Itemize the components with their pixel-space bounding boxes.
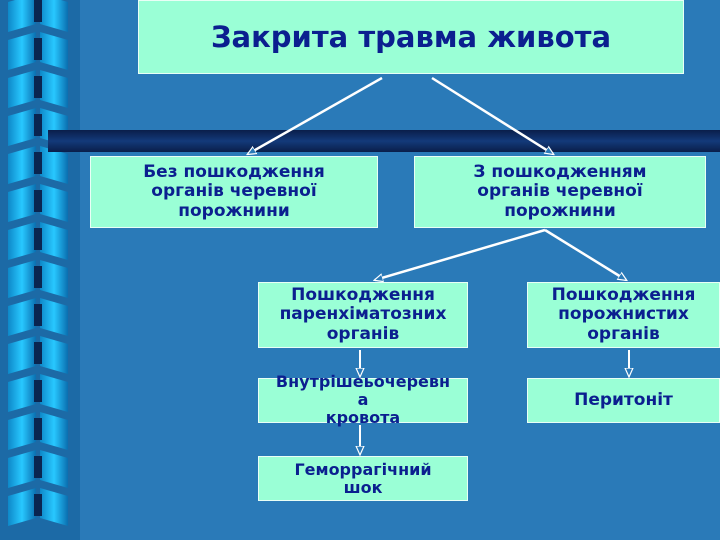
spine-ring-gap (34, 342, 42, 364)
spine-ring-segment (8, 32, 36, 70)
node-parenchymal-damage-label: Пошкодження паренхіматозних органів (279, 285, 447, 344)
spine-ring-segment (40, 450, 68, 488)
spine-ring-segment (8, 374, 36, 412)
arrow-with-damage-to-parenchymal (375, 228, 546, 280)
spine-ring-gap (34, 38, 42, 60)
node-parenchymal-damage: Пошкодження паренхіматозних органів (258, 282, 468, 348)
spine-ring-segment (40, 488, 68, 526)
diagram-title: Закрита травма живота (138, 0, 684, 74)
arrow-title-to-no-damage (248, 76, 383, 154)
spine-ring-gap (34, 456, 42, 478)
spine-ring-segment (40, 0, 68, 32)
node-internal-bleeding-label: Внутрішеьочеревн а кровота (275, 372, 451, 427)
spine-ring-segment (40, 298, 68, 336)
node-hemorrhagic-shock: Геморрагічний шок (258, 456, 468, 501)
node-internal-bleeding: Внутрішеьочеревн а кровота (258, 373, 468, 426)
spine-ring-segment (40, 146, 68, 184)
spine-ring-gap (34, 0, 42, 22)
node-hemorrhagic-shock-label: Геморрагічний шок (294, 459, 432, 497)
spine-ring-segment (40, 336, 68, 374)
spine-ring-segment (40, 70, 68, 108)
spine-ring-gap (34, 380, 42, 402)
spine-ring-gap (34, 228, 42, 250)
spine-ring-gap (34, 266, 42, 288)
spine-ring-gap (34, 114, 42, 136)
spine-ring-segment (40, 412, 68, 450)
spine-ring-segment (40, 374, 68, 412)
spine-ring-segment (8, 412, 36, 450)
spine-ring-gap (34, 190, 42, 212)
decorative-spine (0, 0, 80, 540)
node-hollow-damage-label: Пошкодження порожнистих органів (551, 285, 696, 344)
spine-ring-gap (34, 152, 42, 174)
spine-ring-segment (8, 0, 36, 32)
spine-ring-gap (34, 494, 42, 516)
spine-ring-gap (34, 418, 42, 440)
node-hollow-damage: Пошкодження порожнистих органів (527, 282, 720, 348)
node-peritonitis-label: Перитоніт (574, 389, 673, 410)
spine-ring-segment (8, 260, 36, 298)
node-with-damage-label: З пошкодженням органів черевної порожнин… (473, 162, 647, 221)
spine-ring-segment (8, 298, 36, 336)
node-no-damage-label: Без пошкодження органів черевної порожни… (143, 162, 325, 221)
spine-ring-segment (8, 184, 36, 222)
spine-ring-gap (34, 304, 42, 326)
spine-ring-segment (8, 146, 36, 184)
spine-ring-segment (40, 260, 68, 298)
spine-ring-segment (8, 108, 36, 146)
node-peritonitis: Перитоніт (527, 378, 720, 423)
spine-ring-segment (8, 450, 36, 488)
spine-ring-segment (40, 32, 68, 70)
arrow-with-damage-to-hollow (544, 228, 626, 280)
spine-ring-segment (8, 488, 36, 526)
arrow-title-to-with-damage (431, 76, 553, 154)
spine-ring-segment (40, 222, 68, 260)
node-no-damage: Без пошкодження органів черевної порожни… (90, 156, 378, 228)
node-with-damage: З пошкодженням органів черевної порожнин… (414, 156, 706, 228)
spine-ring-segment (40, 184, 68, 222)
spine-ring-segment (8, 336, 36, 374)
spine-ring-segment (8, 222, 36, 260)
spine-ring-segment (8, 70, 36, 108)
diagram-title-text: Закрита травма живота (210, 19, 612, 54)
spine-ring-gap (34, 76, 42, 98)
